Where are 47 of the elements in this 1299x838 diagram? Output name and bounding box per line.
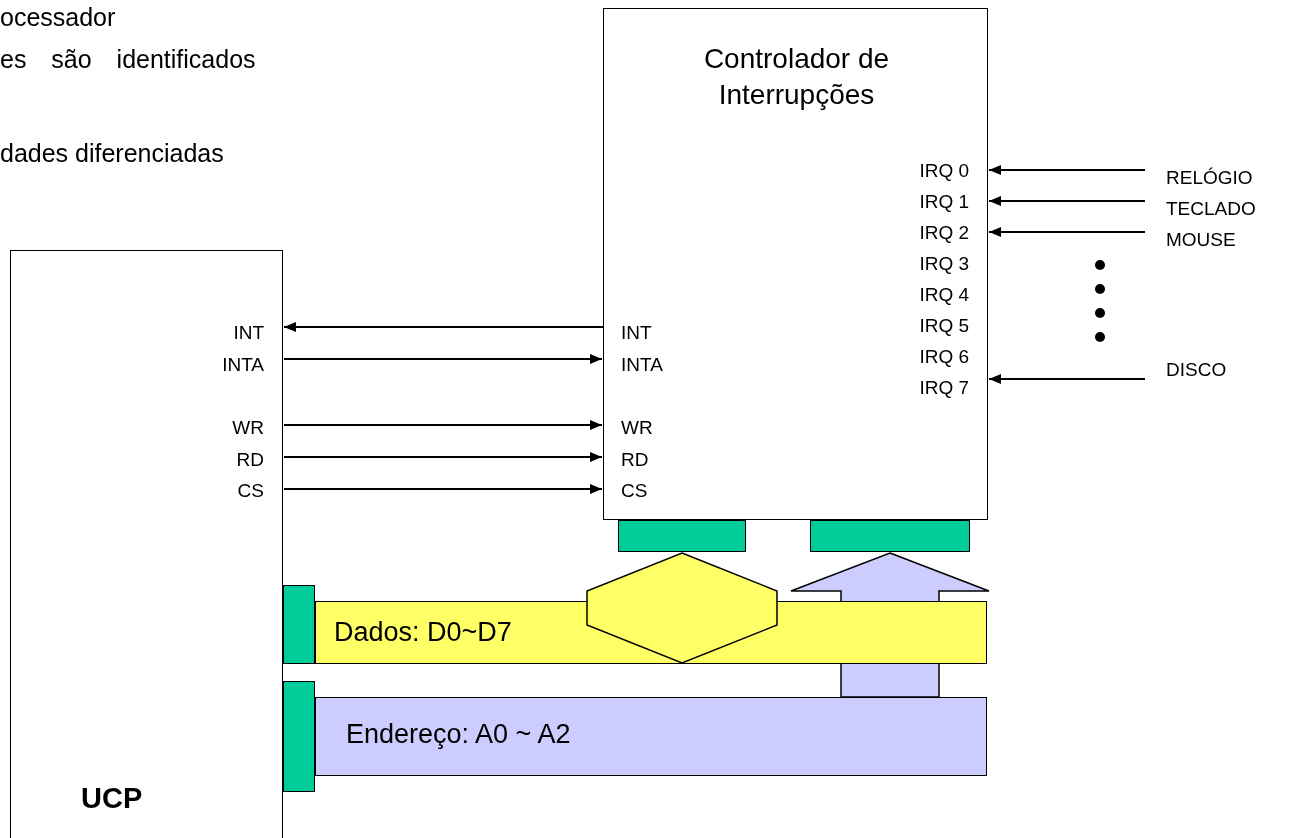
pin-label: INTA [221, 355, 264, 376]
arrow [283, 354, 603, 364]
controller-title: Controlador de Interrupções [702, 42, 891, 113]
arrow [283, 484, 603, 494]
bus-label: Endereço: A0 ~ A2 [346, 720, 572, 750]
device-label: TECLADO [1166, 199, 1256, 220]
pin-label: CS [621, 481, 649, 502]
port-block [810, 520, 970, 552]
text-line: es são identificados [0, 46, 256, 74]
pin-label: IRQ 3 [918, 254, 969, 275]
port-block [283, 585, 315, 664]
pin-label: WR [621, 418, 654, 439]
text-line: dades diferenciadas [0, 140, 224, 168]
pin-label: CS [236, 481, 264, 502]
port-block [618, 520, 746, 552]
pin-label: WR [231, 418, 264, 439]
pin-label: IRQ 6 [918, 347, 969, 368]
arrow [988, 374, 1146, 384]
pin-label: RD [235, 450, 264, 471]
arrow [988, 165, 1146, 175]
text-line: ocessador [0, 4, 116, 32]
pin-label: IRQ 4 [918, 285, 969, 306]
pin-label: IRQ 5 [918, 316, 969, 337]
pin-label: IRQ 0 [918, 161, 969, 182]
pin-label: IRQ 2 [918, 223, 969, 244]
pin-label: INT [232, 323, 264, 344]
arrow [988, 196, 1146, 206]
arrow [283, 452, 603, 462]
device-label: MOUSE [1166, 230, 1236, 251]
device-label: DISCO [1166, 360, 1227, 381]
arrow [283, 420, 603, 430]
pin-label: INTA [621, 355, 664, 376]
pin-label: IRQ 1 [918, 192, 969, 213]
double-block-arrow [586, 552, 778, 664]
device-label: RELÓGIO [1166, 168, 1253, 189]
bus-label: Dados: D0~D7 [334, 618, 513, 648]
cpu-label: UCP [81, 783, 144, 815]
port-block [283, 681, 315, 792]
pin-label: RD [621, 450, 650, 471]
cpu-box [10, 250, 283, 838]
block-arrow [790, 552, 990, 698]
controller-box [603, 8, 988, 520]
arrow [988, 227, 1146, 237]
pin-label: INT [621, 323, 653, 344]
pin-label: IRQ 7 [918, 378, 969, 399]
address-bus [315, 697, 987, 776]
arrow [283, 322, 604, 332]
